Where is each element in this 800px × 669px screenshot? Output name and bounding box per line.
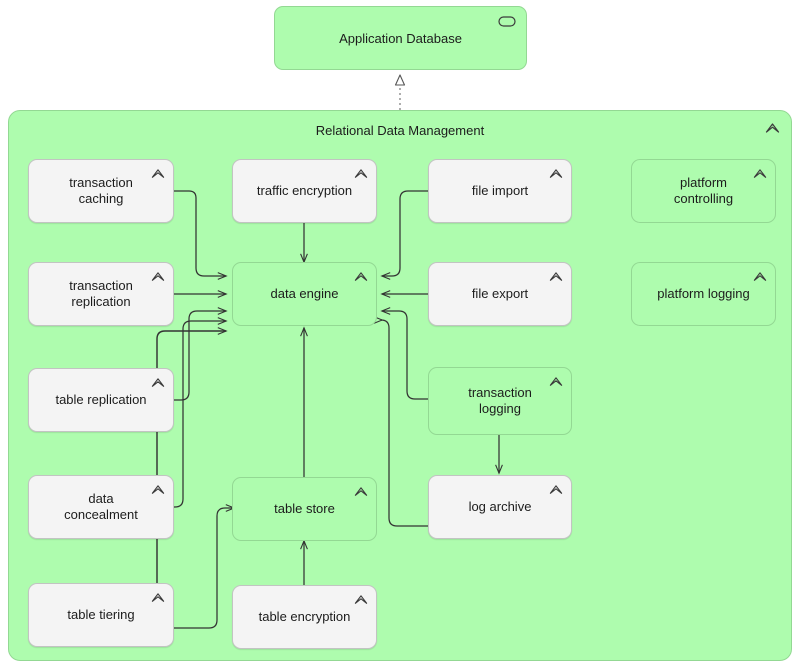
node-transaction-logging[interactable]: transaction logging bbox=[428, 367, 572, 435]
node-platform-controlling[interactable]: platform controlling bbox=[631, 159, 776, 223]
node-data-engine[interactable]: data engine bbox=[232, 262, 377, 326]
chevron-up-icon bbox=[151, 169, 165, 178]
node-table-store[interactable]: table store bbox=[232, 477, 377, 541]
node-log-archive[interactable]: log archive bbox=[428, 475, 572, 539]
node-data-concealment[interactable]: data concealment bbox=[28, 475, 174, 539]
chevron-up-icon bbox=[354, 272, 368, 281]
node-traffic-encryption[interactable]: traffic encryption bbox=[232, 159, 377, 223]
node-label: file import bbox=[471, 182, 529, 198]
node-label: log archive bbox=[468, 498, 532, 514]
node-transaction-replication[interactable]: transaction replication bbox=[28, 262, 174, 326]
node-label: data concealment bbox=[64, 490, 138, 522]
node-label: traffic encryption bbox=[256, 182, 353, 198]
chevron-up-icon bbox=[354, 487, 368, 496]
chevron-up-icon bbox=[753, 272, 767, 281]
chevron-up-icon bbox=[151, 378, 165, 387]
chevron-up-icon bbox=[549, 485, 563, 494]
node-label: platform controlling bbox=[673, 174, 734, 206]
node-label: transaction caching bbox=[69, 174, 133, 206]
node-table-encryption[interactable]: table encryption bbox=[232, 585, 377, 649]
node-file-export[interactable]: file export bbox=[428, 262, 572, 326]
node-label: table encryption bbox=[258, 608, 351, 624]
data-object-icon bbox=[498, 16, 516, 27]
node-label: Application Database bbox=[339, 30, 462, 46]
node-file-import[interactable]: file import bbox=[428, 159, 572, 223]
chevron-up-icon bbox=[549, 377, 563, 386]
chevron-up-icon bbox=[354, 169, 368, 178]
node-label: transaction replication bbox=[69, 277, 133, 309]
chevron-up-icon bbox=[151, 272, 165, 281]
chevron-up-icon bbox=[549, 272, 563, 281]
chevron-up-icon bbox=[151, 485, 165, 494]
node-label: table replication bbox=[55, 391, 147, 407]
chevron-up-icon bbox=[354, 595, 368, 604]
node-table-tiering[interactable]: table tiering bbox=[28, 583, 174, 647]
node-label: table tiering bbox=[67, 606, 135, 622]
node-label: data engine bbox=[270, 285, 339, 301]
node-label: table store bbox=[274, 500, 335, 516]
node-label: platform logging bbox=[657, 285, 750, 301]
node-label: file export bbox=[471, 285, 529, 301]
chevron-up-icon bbox=[549, 169, 563, 178]
node-label: transaction logging bbox=[468, 384, 532, 416]
node-transaction-caching[interactable]: transaction caching bbox=[28, 159, 174, 223]
chevron-up-icon bbox=[753, 169, 767, 178]
container-title: Relational Data Management bbox=[315, 123, 485, 138]
node-platform-logging[interactable]: platform logging bbox=[631, 262, 776, 326]
chevron-up-icon bbox=[151, 593, 165, 602]
node-application-database[interactable]: Application Database bbox=[274, 6, 527, 70]
node-table-replication[interactable]: table replication bbox=[28, 368, 174, 432]
